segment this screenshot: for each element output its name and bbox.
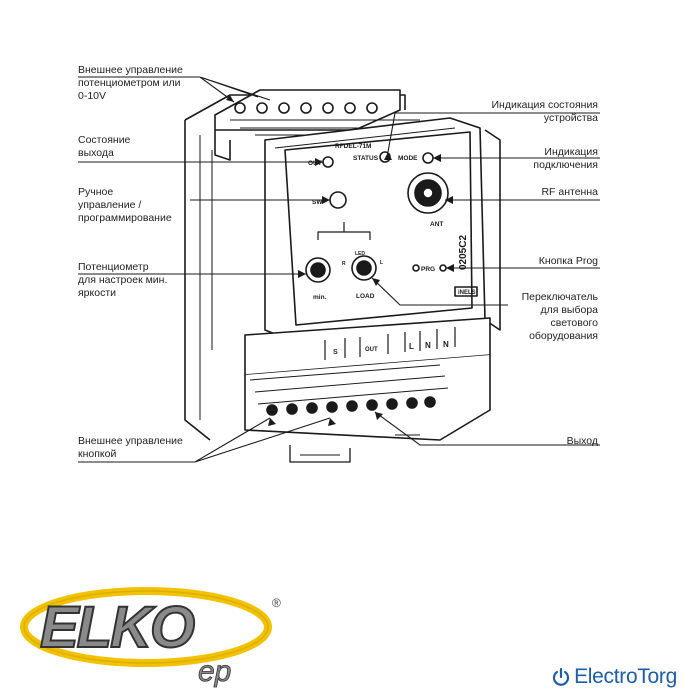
label-status-ind: Индикация состояния устройства <box>491 99 598 124</box>
terminal-l: L <box>409 342 414 351</box>
logo-main-text: ELKO <box>40 595 195 660</box>
logo-sub-text: ep <box>198 655 231 688</box>
leader-load <box>371 277 508 306</box>
din-clip <box>289 445 351 463</box>
led-status-text: STATUS <box>353 155 379 162</box>
dial-mark-r: R <box>342 261 346 267</box>
brand-badge-box <box>454 286 478 297</box>
terminal-n1: N <box>425 341 431 350</box>
model-text: RFDEL-71M <box>335 143 371 150</box>
top-screws <box>234 102 378 114</box>
label-load-switch: Переключатель для выбора светового обору… <box>521 291 598 342</box>
terminal-out: OUT <box>365 347 378 353</box>
elko-logo: ELKO ep ® <box>18 585 293 695</box>
code-text: 0205C2 <box>458 235 469 270</box>
leader-output <box>374 411 600 446</box>
label-manual: Ручное управление / программирование <box>78 186 172 224</box>
leader-ext-pot <box>78 76 271 103</box>
power-icon <box>552 667 570 686</box>
label-pot-min: Потенциометр для настроек мин. яркости <box>78 261 168 299</box>
led-mode-text: MODE <box>398 155 418 162</box>
electrotorg-text: ElectroTorg <box>574 665 677 688</box>
load-text: LOAD <box>356 293 375 300</box>
logo-registered: ® <box>272 596 281 610</box>
prog-text: PRG <box>421 266 435 273</box>
label-rf-antenna: RF антенна <box>541 186 598 198</box>
top-terminal-block <box>214 89 401 131</box>
terminal-n2: N <box>443 340 449 349</box>
device-diagram: RFDEL-71M OUT STATUS MODE SW ANT PRG min… <box>78 76 600 463</box>
device-back-left <box>184 120 211 441</box>
leader-ext-button <box>78 417 331 463</box>
antenna-text: ANT <box>430 221 443 228</box>
leader-status <box>387 112 600 153</box>
label-output-state: Состояние выхода <box>78 134 131 159</box>
sw-text: SW <box>312 199 323 206</box>
led-out-text: OUT <box>308 160 322 167</box>
label-prog-button: Кнопка Prog <box>538 255 598 267</box>
bottom-screws <box>266 396 436 416</box>
label-ext-button: Внешнее управление кнопкой <box>78 435 183 460</box>
brand-badge-text: iNELS <box>458 290 476 296</box>
label-ext-pot: Внешнее управление потенциометром или 0-… <box>78 64 183 102</box>
label-conn-ind: Индикация подключения <box>533 146 598 171</box>
label-output: Выход <box>566 435 598 447</box>
electrotorg-brand: ElectroTorg <box>551 664 677 690</box>
pot-min-text: min. <box>313 294 327 301</box>
terminal-s: S <box>333 349 338 356</box>
dial-mark-led: LED <box>355 251 365 257</box>
dial-mark-l: L <box>380 260 383 266</box>
